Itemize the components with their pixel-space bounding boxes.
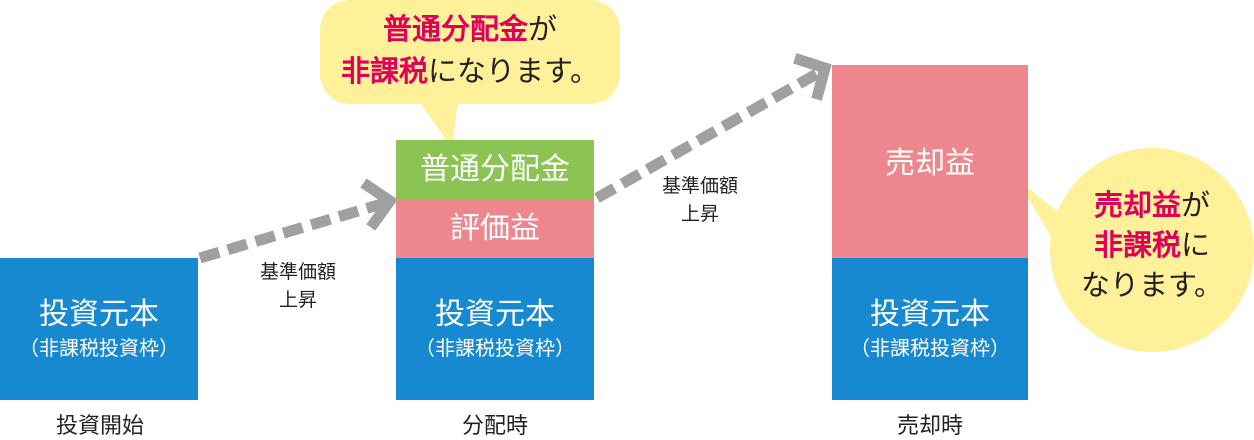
speech-bubble-2	[1018, 148, 1254, 352]
gain-label: 評価益	[450, 210, 540, 246]
stage-2-principal: 投資元本 （非課税投資枠）	[396, 258, 594, 400]
bubble-2-highlight: 非課税	[1093, 228, 1181, 262]
arrow-2	[594, 53, 832, 203]
stage-3-caption: 売却時	[896, 414, 963, 439]
bubble-2-text-part: に	[1181, 228, 1211, 262]
rise-1-label: 基準価額 上昇	[238, 258, 358, 314]
bubble-1-text-part: になります。	[427, 54, 600, 88]
principal-note: （非課税投資枠）	[850, 336, 1010, 360]
stage-1-caption: 投資開始	[55, 414, 144, 439]
stage-2-gain: 評価益	[396, 199, 594, 258]
bubble-1-text-part: が	[528, 12, 558, 46]
rise-line: 基準価額	[661, 175, 738, 197]
stage-3-principal: 投資元本 （非課税投資枠）	[832, 258, 1028, 400]
bubble-2-text-part: が	[1181, 188, 1211, 222]
stage-2-dividend: 普通分配金	[396, 140, 594, 199]
stage-3-gain: 売却益	[832, 65, 1028, 258]
speech-bubble-1	[320, 0, 620, 148]
bubble-2-text: 売却益が 非課税に なります。	[1050, 185, 1254, 305]
principal-note: （非課税投資枠）	[19, 336, 179, 360]
rise-line: 基準価額	[259, 261, 336, 283]
bubble-2-highlight: 売却益	[1093, 188, 1181, 222]
bubble-1-highlight: 普通分配金	[382, 12, 528, 46]
principal-label: 投資元本	[870, 297, 990, 332]
principal-note: （非課税投資枠）	[415, 336, 575, 360]
principal-label: 投資元本	[435, 297, 555, 332]
dividend-label: 普通分配金	[420, 151, 570, 187]
rise-2-label: 基準価額 上昇	[640, 172, 760, 228]
bubble-1-highlight: 非課税	[340, 54, 428, 88]
stage-2-caption: 分配時	[461, 414, 528, 439]
gain-label: 売却益	[885, 146, 975, 181]
principal-label: 投資元本	[39, 297, 159, 332]
arrow-1	[198, 178, 398, 264]
bubble-2-text-part: なります。	[1080, 268, 1224, 302]
rise-line: 上昇	[278, 289, 317, 311]
stage-1-principal: 投資元本 （非課税投資枠）	[0, 258, 198, 400]
bubble-1-text: 普通分配金が 非課税になります。	[320, 8, 620, 92]
rise-line: 上昇	[680, 203, 719, 225]
